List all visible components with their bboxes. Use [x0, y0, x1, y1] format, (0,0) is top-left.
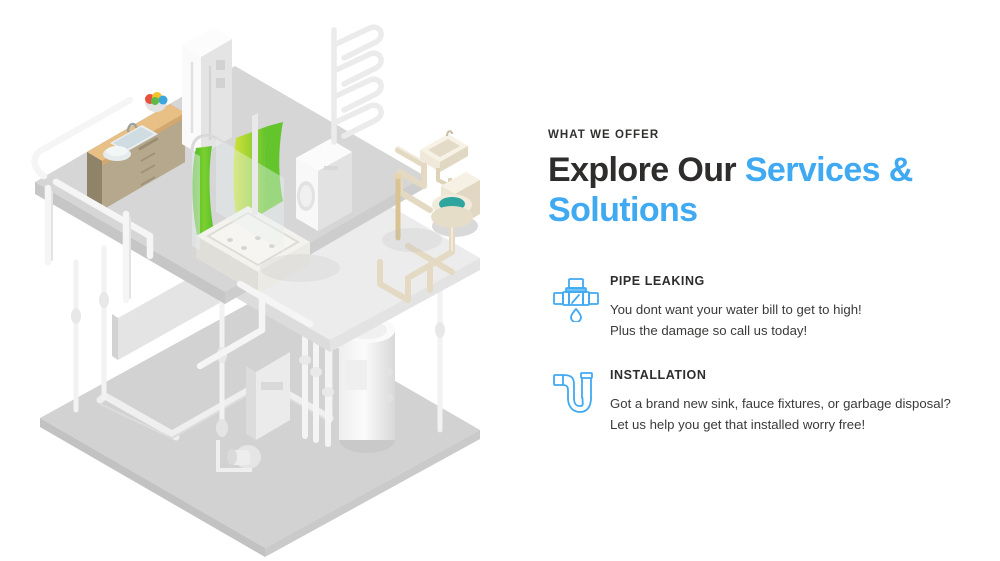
- kitchen-counter-sink: [87, 92, 185, 210]
- bathtub-with-shower-curtain: [190, 122, 310, 294]
- service-item-installation[interactable]: INSTALLATION Got a brand new sink, fauce…: [548, 366, 968, 452]
- service-text-block: INSTALLATION Got a brand new sink, fauce…: [610, 366, 968, 436]
- isometric-house-plumbing-illustration: [31, 24, 480, 557]
- services-content: WHAT WE OFFER Explore Our Services & Sol…: [548, 0, 968, 561]
- service-text-block: PIPE LEAKING You dont want your water bi…: [610, 272, 968, 342]
- headline-part-accent: Services & Solutions: [548, 151, 913, 230]
- supply-pipe-network: [31, 96, 314, 370]
- beige-pipe-highlights: [397, 146, 453, 251]
- service-description-line: Plus the damage so call us today!: [610, 323, 808, 339]
- service-title: INSTALLATION: [610, 368, 707, 382]
- toilet: [431, 172, 480, 237]
- section-eyebrow: WHAT WE OFFER: [548, 129, 660, 141]
- service-description-line: Let us help you get that installed worry…: [610, 417, 866, 433]
- pipe-valve-leak-icon: [552, 276, 600, 322]
- water-pump: [216, 352, 290, 472]
- partition-wall: [252, 113, 258, 217]
- service-item-pipe-leaking[interactable]: PIPE LEAKING You dont want your water bi…: [548, 272, 968, 358]
- refrigerator: [182, 28, 232, 155]
- gold-standpipe: [394, 173, 402, 241]
- service-title: PIPE LEAKING: [610, 274, 705, 288]
- headline-part-primary: Explore Our: [548, 151, 745, 189]
- towel-radiator: [331, 24, 384, 145]
- basement-pipework-shadow: [99, 383, 331, 440]
- service-description-line: You dont want your water bill to get to …: [610, 302, 862, 317]
- water-heater-pipe-joints: [299, 355, 334, 397]
- service-description-line: Got a brand new sink, fauce fixtures, or…: [610, 396, 951, 411]
- services-list: PIPE LEAKING You dont want your water bi…: [548, 272, 968, 452]
- floor-shadows: [260, 228, 442, 282]
- supply-pipe-shadow: [51, 191, 131, 299]
- page-title: Explore Our Services & Solutions: [548, 150, 958, 230]
- washing-machine: [296, 139, 352, 231]
- p-trap-pipe-icon: [552, 370, 600, 416]
